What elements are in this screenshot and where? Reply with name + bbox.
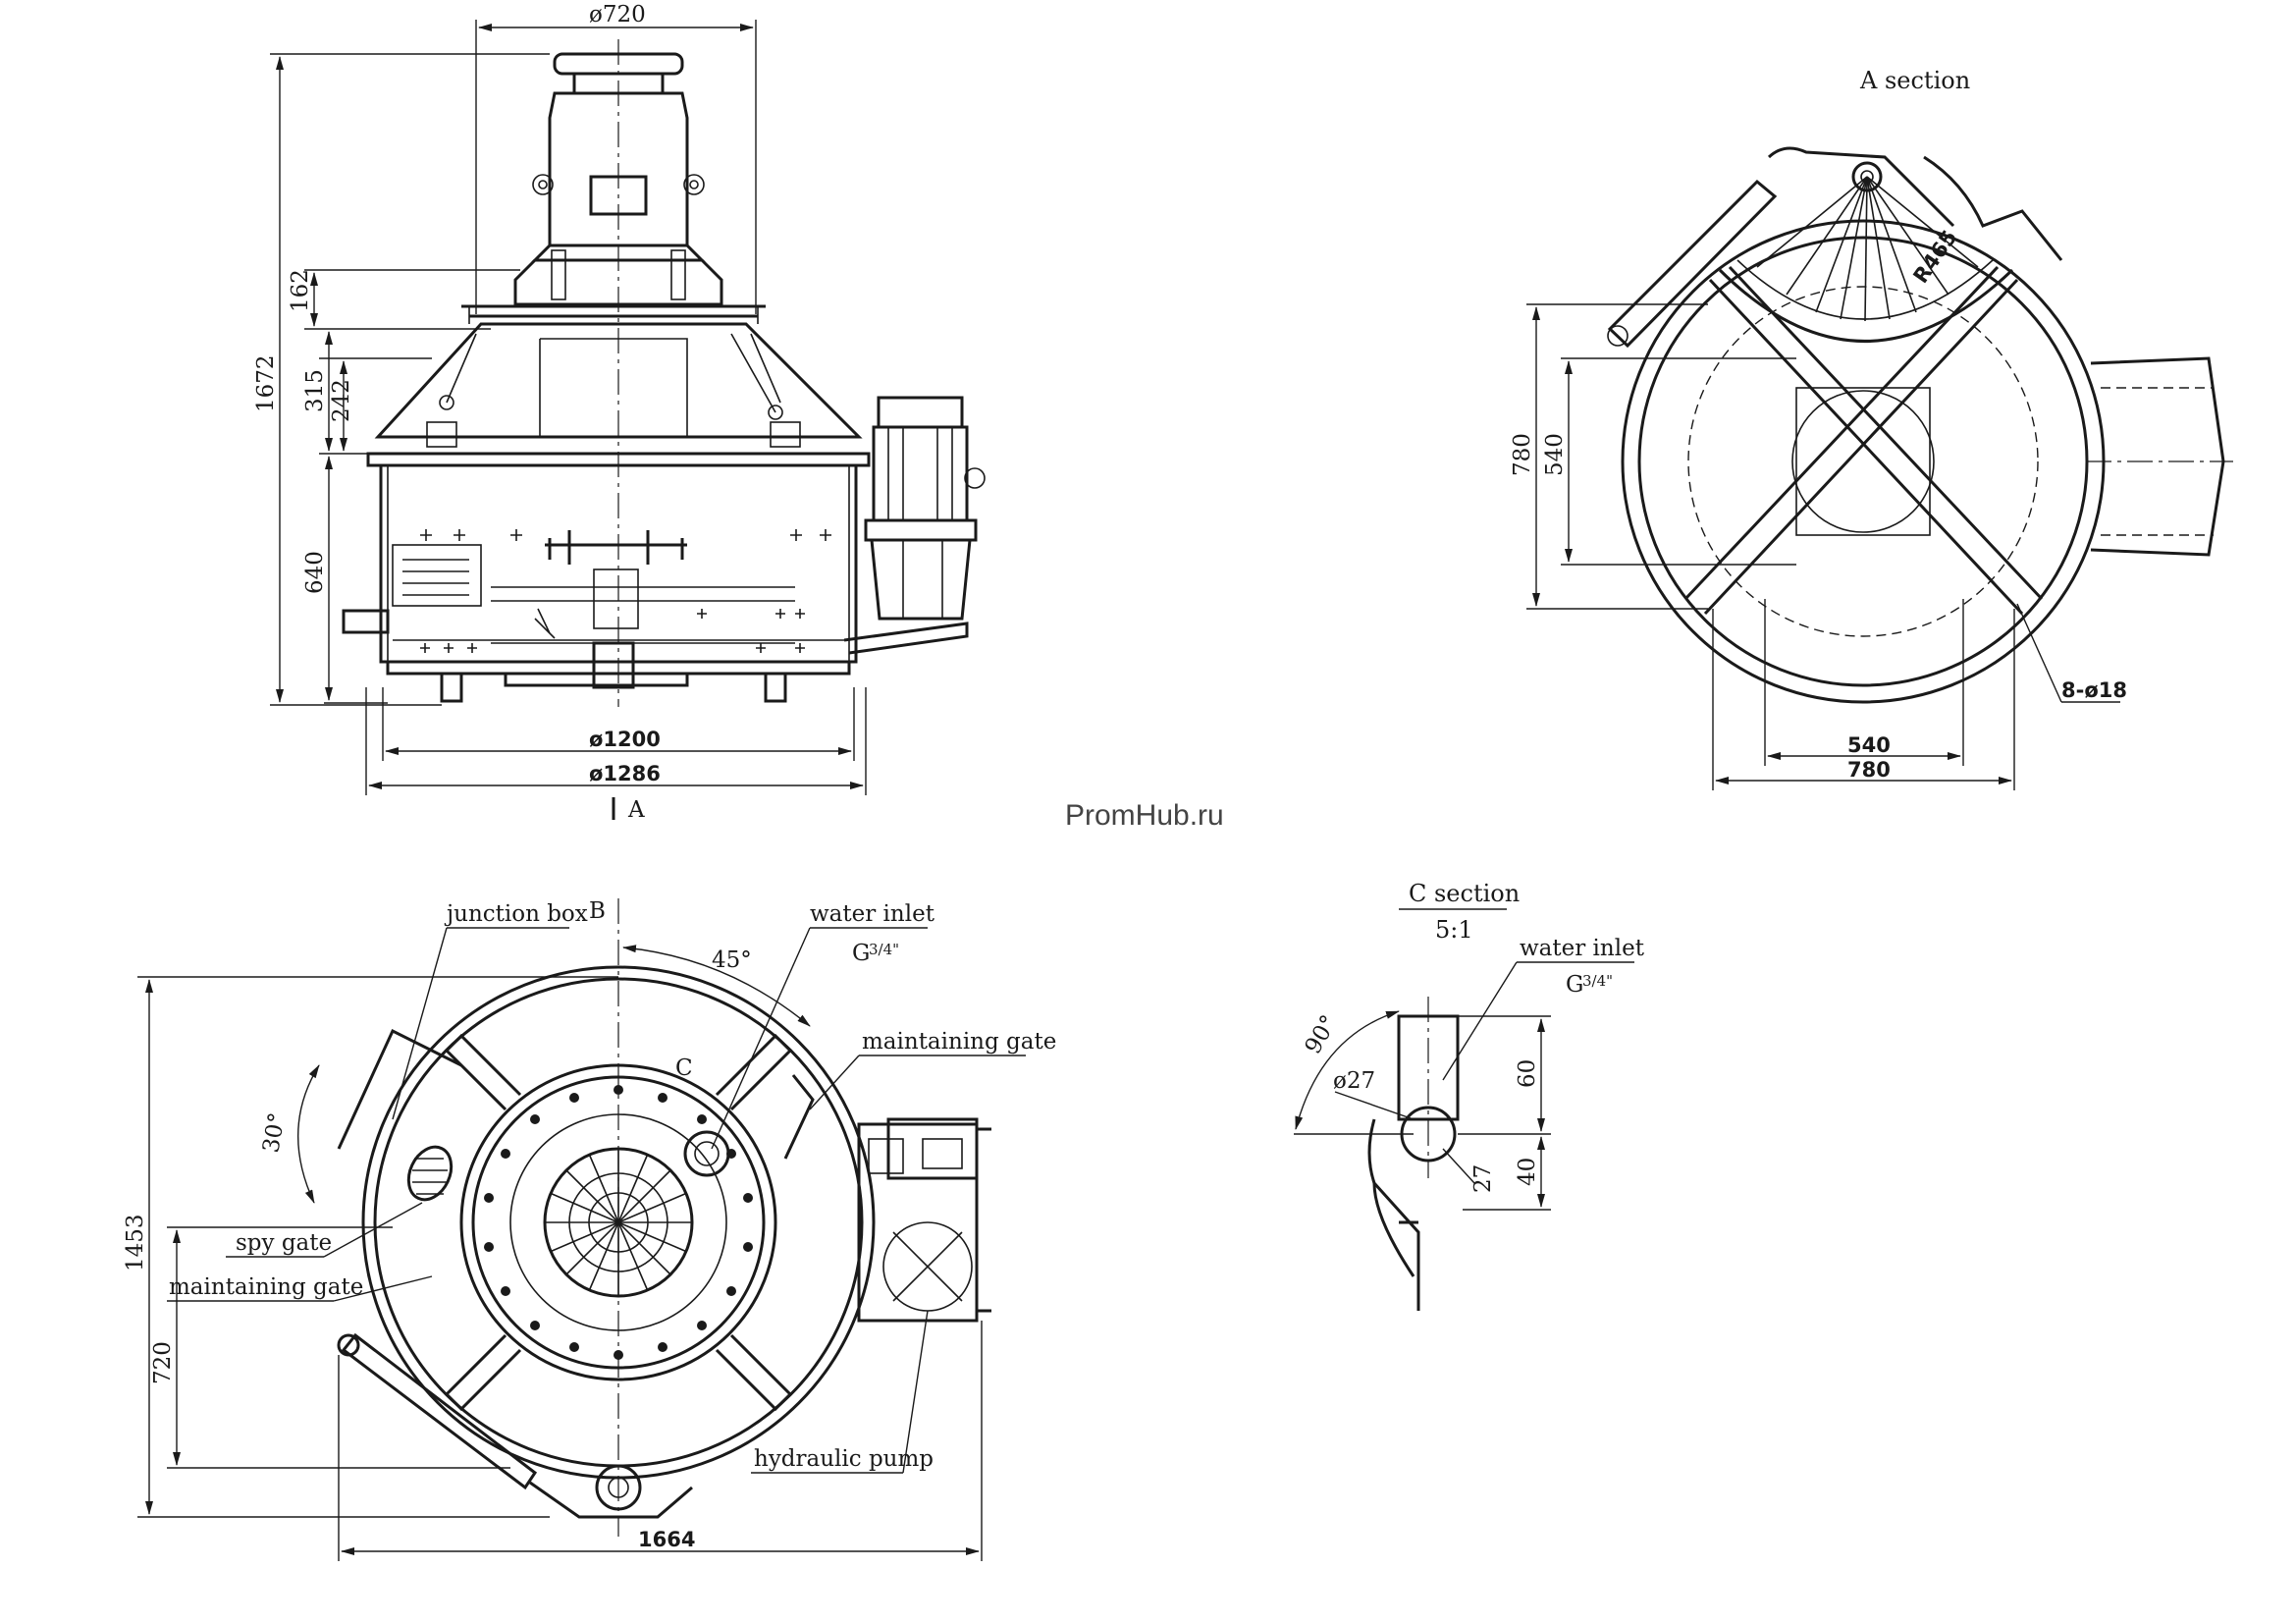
c-thread-frac: 3/4" xyxy=(1582,972,1613,990)
mixer-drum xyxy=(342,452,871,703)
spy-gate-grid xyxy=(412,1158,448,1195)
label-maintaining-gate-top: maintaining gate xyxy=(862,1029,1056,1055)
a-dim-780-h: 780 xyxy=(1847,758,1891,782)
label-junction-box: junction box xyxy=(444,901,588,927)
dim-242: 242 xyxy=(329,379,354,422)
section-mark-a: A xyxy=(627,797,645,823)
a-holes: 8-ø18 xyxy=(2061,678,2127,702)
front-view: ø720 ø1200 ø1286 1672 162 315 242 xyxy=(253,2,986,823)
dim-d1286: ø1286 xyxy=(589,762,661,785)
dim-640: 640 xyxy=(302,551,328,594)
label-thread-frac: 3/4" xyxy=(869,941,899,958)
c-thread-g: G xyxy=(1566,972,1583,998)
label-spy-gate: spy gate xyxy=(236,1230,332,1256)
c-d27: ø27 xyxy=(1333,1068,1375,1094)
a-section-title: A section xyxy=(1859,67,1970,94)
label-water-inlet: water inlet xyxy=(810,901,935,927)
label-hydraulic-pump: hydraulic pump xyxy=(754,1446,934,1472)
a-dim-780-v: 780 xyxy=(1510,433,1535,476)
label-b: B xyxy=(589,898,606,924)
a-dim-540-v: 540 xyxy=(1542,433,1568,476)
c-dim-40: 40 xyxy=(1515,1158,1540,1186)
front-dimensions: ø720 ø1200 ø1286 1672 162 315 242 xyxy=(253,2,867,823)
gearbox xyxy=(857,1117,991,1323)
dim-1453: 1453 xyxy=(123,1214,148,1271)
label-maintaining-gate-left: maintaining gate xyxy=(169,1274,363,1300)
dim-d1200: ø1200 xyxy=(589,728,661,751)
dim-d720: ø720 xyxy=(589,2,646,27)
label-c: C xyxy=(675,1055,693,1081)
c-label-water-inlet: water inlet xyxy=(1520,936,1645,961)
gate-ribs xyxy=(1756,176,1979,322)
c-section-scale: 5:1 xyxy=(1435,916,1473,944)
hydraulic-unit xyxy=(843,396,986,655)
dim-720: 720 xyxy=(150,1341,176,1384)
bolt-marks xyxy=(420,529,831,653)
dim-162: 162 xyxy=(288,269,313,312)
c-dim-60: 60 xyxy=(1515,1059,1540,1088)
c-section-view: C section 5:1 90° ø27 27 60 40 water inl… xyxy=(1294,880,1645,1311)
mixer-hood xyxy=(374,322,863,448)
a-dim-540-h: 540 xyxy=(1847,733,1891,757)
mixer-arms xyxy=(444,1033,793,1412)
motor xyxy=(461,52,766,324)
c-r27: 27 xyxy=(1470,1164,1496,1193)
a-section-view: A section xyxy=(1510,67,2233,790)
angle-30: 30° xyxy=(258,1110,291,1155)
angle-45: 45° xyxy=(712,947,752,973)
dim-1672: 1672 xyxy=(253,354,279,412)
label-thread-g: G xyxy=(852,941,870,966)
plan-view: junction box B water inlet G 3/4" mainta… xyxy=(123,898,1056,1561)
hub-holes xyxy=(484,1085,753,1360)
dim-1664: 1664 xyxy=(638,1528,695,1551)
dim-315: 315 xyxy=(302,369,328,412)
c-section-title: C section xyxy=(1409,880,1520,907)
watermark: PromHub.ru xyxy=(1065,799,1224,832)
